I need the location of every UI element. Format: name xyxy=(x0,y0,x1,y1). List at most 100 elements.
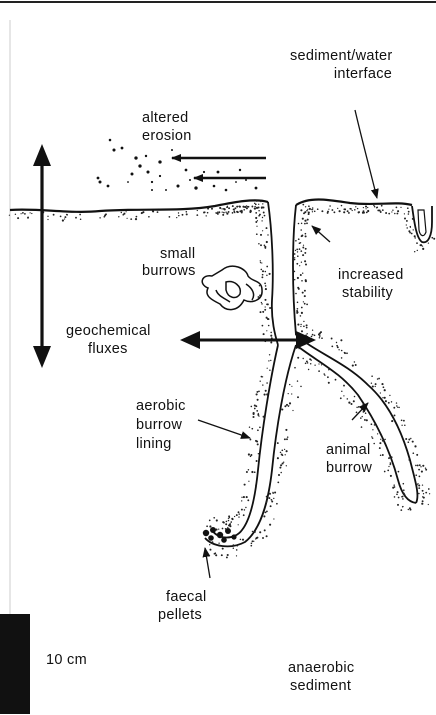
stipple-dot xyxy=(257,296,259,298)
stipple-dot xyxy=(312,334,314,336)
stipple-dot xyxy=(428,488,430,490)
stipple-dot xyxy=(280,452,282,454)
stipple-dot xyxy=(264,394,266,396)
stipple-dot xyxy=(401,419,403,421)
stipple-dot xyxy=(343,395,344,396)
stipple-dot xyxy=(390,475,392,477)
stipple-dot xyxy=(428,504,429,505)
stipple-dot xyxy=(263,333,265,335)
stipple-dot xyxy=(255,538,256,539)
stipple-dot xyxy=(300,209,302,211)
stipple-dot xyxy=(365,206,366,207)
stipple-dot xyxy=(260,381,261,382)
stipple-dot xyxy=(269,369,270,370)
stipple-dot xyxy=(269,524,271,526)
stipple-dot xyxy=(264,299,266,301)
label-aerobic: aerobic xyxy=(136,398,186,415)
stipple-dot xyxy=(257,220,258,221)
stipple-dot xyxy=(341,205,342,206)
stipple-dot xyxy=(294,253,296,255)
stipple-dot xyxy=(343,211,345,213)
sediment-surface-left xyxy=(10,200,268,212)
stipple-dot xyxy=(284,405,286,407)
erosion-speck xyxy=(171,149,173,151)
erosion-speck xyxy=(151,181,153,183)
stipple-dot xyxy=(306,324,308,326)
stipple-dot xyxy=(388,213,390,215)
stipple-dot xyxy=(321,364,322,365)
stipple-dot xyxy=(422,465,424,467)
stipple-dot xyxy=(305,248,307,250)
stipple-dot xyxy=(312,207,314,209)
stipple-dot xyxy=(298,348,300,350)
stipple-dot xyxy=(381,205,383,207)
stipple-dot xyxy=(186,213,188,215)
stipple-dot xyxy=(281,408,283,410)
stipple-dot xyxy=(255,484,257,486)
stipple-dot xyxy=(249,439,251,441)
stipple-dot xyxy=(297,287,299,289)
stipple-dot xyxy=(397,491,399,493)
stipple-dot xyxy=(266,241,268,243)
stipple-dot xyxy=(257,414,259,416)
stipple-dot xyxy=(27,217,29,219)
stipple-dot xyxy=(204,211,206,213)
stipple-dot xyxy=(263,212,265,214)
stipple-dot xyxy=(422,484,423,485)
stipple-dot xyxy=(400,509,402,511)
stipple-dot xyxy=(264,309,266,311)
stipple-dot xyxy=(412,441,414,443)
stipple-dot xyxy=(314,210,316,212)
stipple-dot xyxy=(431,237,433,239)
stipple-dot xyxy=(377,378,379,380)
stipple-dot xyxy=(255,405,257,407)
stipple-dot xyxy=(303,245,304,246)
stipple-dot xyxy=(244,509,246,511)
stipple-dot xyxy=(227,554,229,556)
stipple-dot xyxy=(206,525,208,527)
erosion-speck xyxy=(255,187,258,190)
stipple-dot xyxy=(268,360,269,361)
stipple-dot xyxy=(396,213,398,215)
stipple-dot xyxy=(262,217,263,218)
stipple-dot xyxy=(288,393,289,394)
stipple-dot xyxy=(329,205,331,207)
stipple-dot xyxy=(215,554,217,556)
stipple-dot xyxy=(324,375,325,376)
stipple-dot xyxy=(339,210,341,212)
stipple-dot xyxy=(196,214,198,216)
stipple-dot xyxy=(241,497,242,498)
stipple-dot xyxy=(31,213,32,214)
stipple-dot xyxy=(233,208,235,210)
stipple-dot xyxy=(272,492,273,493)
stipple-dot xyxy=(356,407,357,408)
stipple-dot xyxy=(303,301,304,302)
stipple-dot xyxy=(218,528,219,529)
stipple-dot xyxy=(259,285,260,286)
stipple-dot xyxy=(256,200,258,202)
stipple-dot xyxy=(266,317,268,319)
stipple-dot xyxy=(323,373,325,375)
stipple-dot xyxy=(312,211,313,212)
stipple-dot xyxy=(318,363,319,364)
stipple-dot xyxy=(248,206,250,208)
stipple-dot xyxy=(221,208,222,209)
stipple-dot xyxy=(367,207,368,208)
stipple-dot xyxy=(225,211,226,212)
stipple-dot xyxy=(135,218,137,220)
erosion-speck xyxy=(189,179,191,181)
vertical-double-arrow xyxy=(33,144,51,368)
stipple-dot xyxy=(9,215,10,216)
stipple-dot xyxy=(384,389,386,391)
stipple-dot xyxy=(309,208,311,210)
stipple-dot xyxy=(262,311,264,313)
stipple-dot xyxy=(422,490,424,492)
stipple-dot xyxy=(232,518,234,520)
stipple-dot xyxy=(297,308,299,310)
stipple-dot xyxy=(408,213,410,215)
stipple-dot xyxy=(415,465,417,467)
stipple-dot xyxy=(300,326,301,327)
stipple-dot xyxy=(260,260,261,261)
stipple-dot xyxy=(379,447,381,449)
erosion-speck xyxy=(165,189,167,191)
